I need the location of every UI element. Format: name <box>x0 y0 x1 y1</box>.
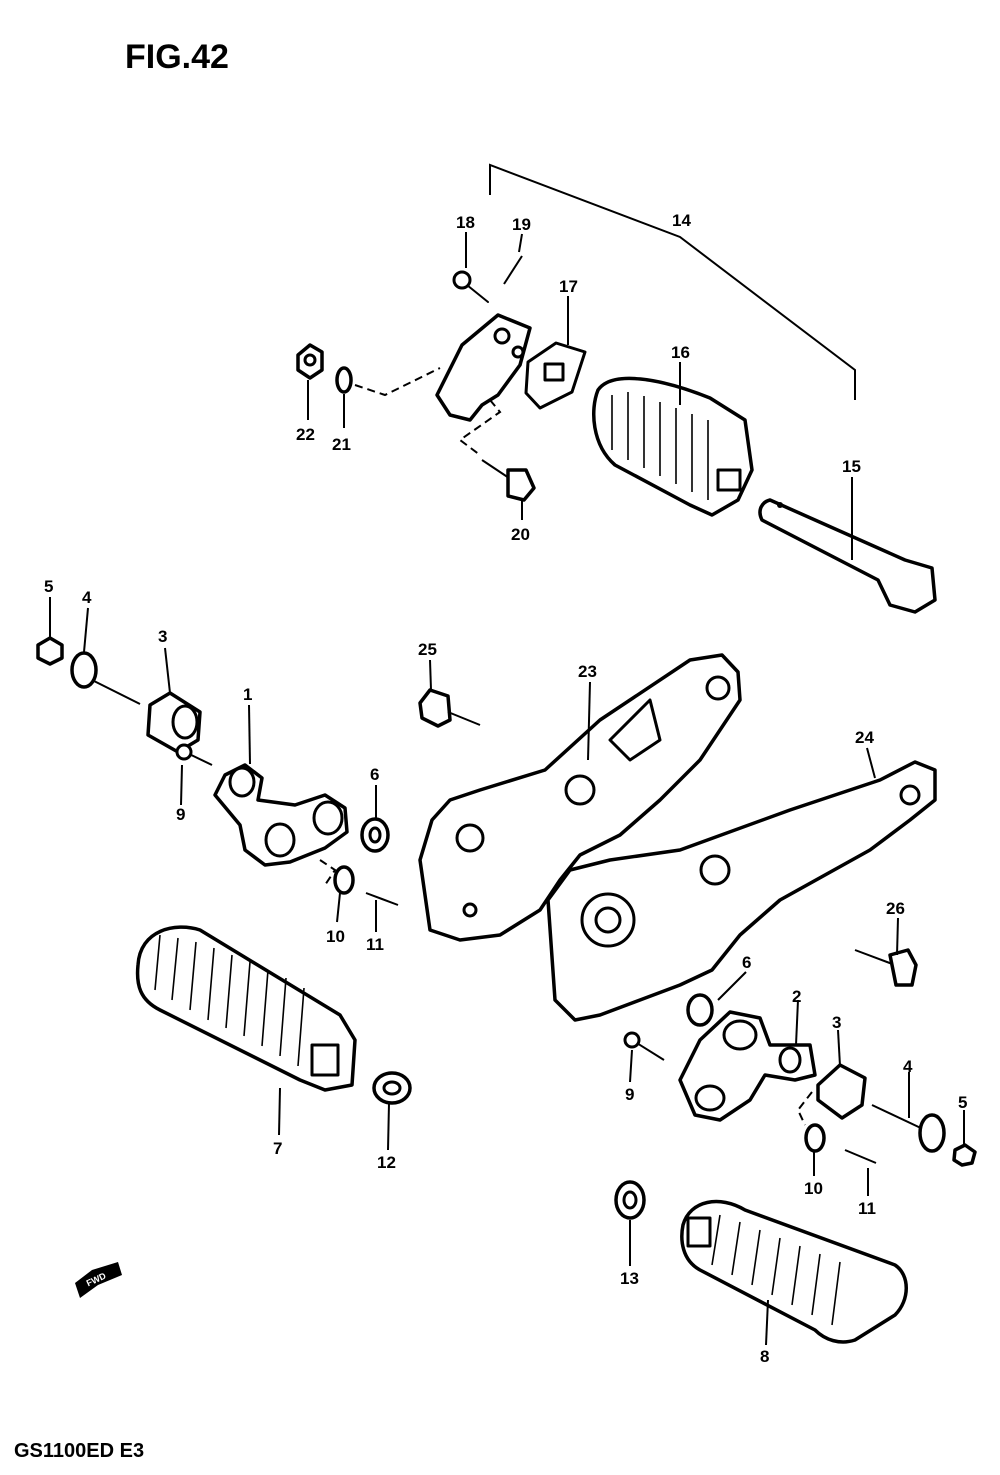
callout-labels: 18 19 14 17 16 22 21 20 15 5 4 3 1 9 25 … <box>44 211 967 1366</box>
callout-19: 19 <box>512 215 531 234</box>
callout-2: 2 <box>792 987 801 1006</box>
part-21-washer <box>335 366 353 394</box>
part-22-nut <box>296 343 324 380</box>
callout-21: 21 <box>332 435 351 454</box>
part-8-footrest-rubber <box>680 1199 908 1344</box>
model-code: GS1100ED E3 <box>14 1440 144 1462</box>
callout-1: 1 <box>243 685 252 704</box>
callout-17: 17 <box>559 277 578 296</box>
part-6-washer-right <box>686 993 714 1027</box>
callout-11: 11 <box>366 935 384 954</box>
callout-10: 10 <box>326 927 345 946</box>
figure-title: FIG.42 <box>125 38 229 76</box>
callout-11-right: 11 <box>858 1199 876 1218</box>
part-13-spring <box>614 1180 646 1220</box>
part-17-plate <box>524 341 587 410</box>
part-4-bolt-right <box>871 1104 946 1153</box>
part-3-collar-right <box>816 1063 867 1120</box>
assembly-bracket-14 <box>489 163 856 400</box>
callout-5: 5 <box>44 577 53 596</box>
leader-lines <box>49 232 965 1346</box>
callout-16: 16 <box>671 343 690 362</box>
part-11-cotter-right <box>844 1149 877 1164</box>
part-18-pin <box>452 270 489 303</box>
callout-24: 24 <box>855 728 874 747</box>
part-19-cotter-pin <box>503 255 523 285</box>
part-5-nut <box>36 636 64 666</box>
callout-14: 14 <box>672 211 691 230</box>
part-3-collar <box>146 691 202 754</box>
callout-9: 9 <box>176 805 185 824</box>
callout-9-right: 9 <box>625 1085 634 1104</box>
part-1-footrest-bracket <box>213 763 349 867</box>
callout-8: 8 <box>760 1347 769 1366</box>
callout-25: 25 <box>418 640 437 659</box>
callout-15: 15 <box>842 457 861 476</box>
part-11-cotter <box>365 892 399 906</box>
part-7-footrest-rubber <box>135 925 357 1092</box>
part-10-washer <box>333 865 355 895</box>
callout-12: 12 <box>377 1153 396 1172</box>
callout-3: 3 <box>158 627 167 646</box>
part-26-bolt <box>854 948 918 987</box>
callout-4-right: 4 <box>903 1057 913 1076</box>
part-10-washer-right <box>804 1123 826 1153</box>
callout-22: 22 <box>296 425 315 444</box>
part-15-footrest-pin <box>758 498 937 614</box>
callout-7: 7 <box>273 1139 282 1158</box>
part-6-washer <box>360 817 390 853</box>
part-25-bolt <box>418 688 481 728</box>
part-9-pin-right <box>623 1031 665 1061</box>
callout-26: 26 <box>886 899 905 918</box>
callout-5-right: 5 <box>958 1093 967 1112</box>
part-2-footrest-bracket <box>678 1010 817 1122</box>
fwd-arrow-icon: FWD <box>75 1262 122 1298</box>
part-9-pin <box>175 743 213 766</box>
part-23-footrest-bracket-plate <box>418 653 742 942</box>
part-5-nut-right <box>952 1143 977 1167</box>
callout-18: 18 <box>456 213 475 232</box>
part-4-bolt <box>70 651 141 705</box>
callout-6-right: 6 <box>742 953 751 972</box>
callout-6: 6 <box>370 765 379 784</box>
callout-20: 20 <box>511 525 530 544</box>
callout-23: 23 <box>578 662 597 681</box>
callout-3-right: 3 <box>832 1013 841 1032</box>
footrest-holder <box>435 313 532 422</box>
callout-10-right: 10 <box>804 1179 823 1198</box>
part-16-footrest-rubber <box>592 376 754 517</box>
part-24-footrest-bracket-plate <box>546 760 937 1022</box>
part-20-bolt <box>481 459 536 502</box>
callout-4: 4 <box>82 588 92 607</box>
part-12-spring <box>372 1071 412 1105</box>
callout-13: 13 <box>620 1269 639 1288</box>
